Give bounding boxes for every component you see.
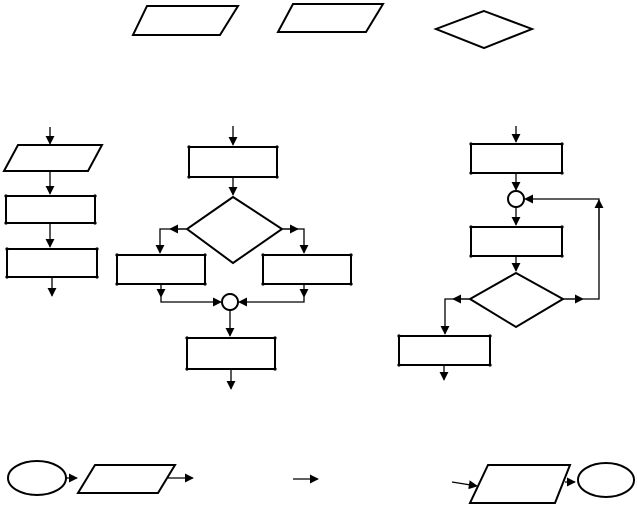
box-corner-dot-12 xyxy=(115,253,119,257)
branch-left-process-box xyxy=(116,254,206,285)
legend-io-parallelogram-left xyxy=(76,464,177,494)
legend-diamond xyxy=(433,9,535,50)
box-corner-dot-17 xyxy=(349,253,353,257)
box-corner-dot-26 xyxy=(469,171,473,175)
box-corner-dot-6 xyxy=(5,275,9,279)
legend-bottom-row xyxy=(7,460,635,504)
box-corner-dot-3 xyxy=(93,221,97,225)
box-corner-dot-29 xyxy=(560,225,564,229)
sequence-structure xyxy=(2,127,104,297)
box-corner-dot-4 xyxy=(5,247,9,251)
box-corner-dot-13 xyxy=(203,253,207,257)
box-corner-dot-25 xyxy=(560,142,564,146)
box-corner-dot-11 xyxy=(275,175,279,179)
box-corner-dot-0 xyxy=(4,194,8,198)
branch-left-join-path xyxy=(160,297,222,307)
legend-arrow-into-parallelogram-right xyxy=(451,480,478,490)
box-corner-dot-27 xyxy=(560,171,564,175)
box-corner-dot-30 xyxy=(469,254,473,258)
box-corner-dot-23 xyxy=(273,367,277,371)
box-corner-dot-7 xyxy=(95,275,99,279)
box-corner-dot-19 xyxy=(349,282,353,286)
box-corner-dot-10 xyxy=(187,175,191,179)
box-corner-dot-24 xyxy=(469,142,473,146)
branch-right-process-box xyxy=(262,254,352,285)
sequence-process-box-2 xyxy=(6,248,98,278)
branch-join-connector xyxy=(221,293,239,311)
loop-structure xyxy=(398,126,604,381)
box-corner-dot-28 xyxy=(469,225,473,229)
legend-terminator-left xyxy=(7,460,67,496)
box-corner-dot-5 xyxy=(95,247,99,251)
sequence-input-parallelogram xyxy=(2,144,104,172)
legend-io-parallelogram-right xyxy=(468,464,572,504)
box-corner-dot-33 xyxy=(488,334,492,338)
branch-right-path xyxy=(282,228,309,254)
box-corner-dot-31 xyxy=(560,254,564,258)
sequence-process-box-1 xyxy=(5,195,96,224)
box-corner-dot-34 xyxy=(397,363,401,367)
box-corner-dot-20 xyxy=(185,336,189,340)
branch-decision-diamond xyxy=(185,195,284,265)
box-corner-dot-1 xyxy=(93,194,97,198)
branch-structure xyxy=(116,126,352,390)
box-corner-dot-14 xyxy=(115,282,119,286)
box-corner-dot-9 xyxy=(275,145,279,149)
loop-process-box-top xyxy=(470,143,563,174)
box-corner-dot-22 xyxy=(185,367,189,371)
loop-exit-process-box xyxy=(398,335,491,366)
loop-decision-diamond xyxy=(468,271,566,329)
box-corner-dot-32 xyxy=(397,334,401,338)
legend-top-row xyxy=(131,3,535,50)
box-corner-dot-15 xyxy=(203,282,207,286)
loop-connector xyxy=(507,190,525,208)
legend-terminator-right xyxy=(577,462,635,498)
branch-right-join-path xyxy=(238,297,305,307)
box-corner-dot-21 xyxy=(273,336,277,340)
legend-parallelogram-1 xyxy=(131,5,240,36)
legend-parallelogram-2 xyxy=(276,3,385,33)
branch-process-box-top xyxy=(188,146,278,178)
box-corner-dot-16 xyxy=(261,253,265,257)
box-corner-dot-18 xyxy=(261,282,265,286)
box-corner-dot-35 xyxy=(488,363,492,367)
box-corner-dot-2 xyxy=(4,221,8,225)
loop-exit-path xyxy=(440,298,470,335)
box-corner-dot-8 xyxy=(187,145,191,149)
loop-body-process-box xyxy=(470,226,563,257)
branch-process-box-bottom xyxy=(186,337,276,370)
branch-left-path xyxy=(155,228,187,254)
